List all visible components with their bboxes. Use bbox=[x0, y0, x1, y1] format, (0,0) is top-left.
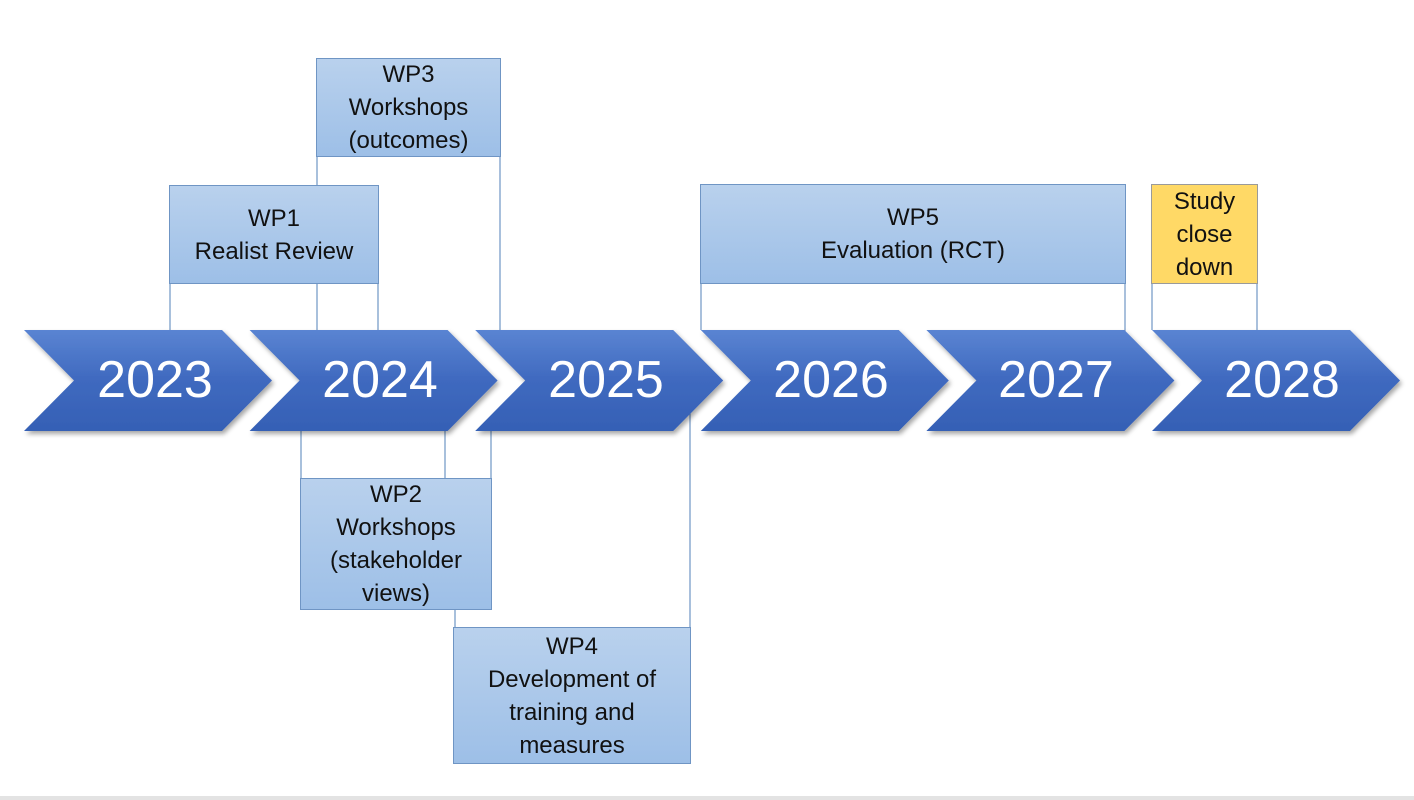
year-label-2027: 2027 bbox=[998, 351, 1114, 409]
wp3-line-2: (outcomes) bbox=[348, 127, 469, 154]
wp5-code: WP5 bbox=[886, 204, 939, 231]
wp2-code: WP2 bbox=[369, 481, 422, 508]
wp1-box: WP1 Realist Review bbox=[169, 185, 379, 284]
wp2-box: WP2 Workshops (stakeholder views) bbox=[300, 478, 492, 610]
wp3-box: WP3 Workshops (outcomes) bbox=[316, 58, 501, 157]
chevron-2024 bbox=[249, 330, 498, 431]
wp4-line-1: Development of bbox=[487, 665, 657, 693]
bottom-scroll-strip bbox=[0, 796, 1414, 800]
closedown-line-2: close bbox=[1176, 220, 1233, 248]
closedown-line-1: Study bbox=[1173, 187, 1236, 215]
wp3-line-1: Workshops bbox=[348, 94, 469, 121]
wp4-line-2: training and bbox=[509, 698, 635, 726]
chevron-2023 bbox=[24, 330, 272, 431]
chevron-2027 bbox=[926, 330, 1175, 431]
wp4-line-3: measures bbox=[519, 731, 625, 759]
wp3-code: WP3 bbox=[382, 61, 435, 88]
chevron-2025 bbox=[475, 330, 724, 431]
chevron-2028 bbox=[1152, 330, 1400, 431]
year-label-2023: 2023 bbox=[97, 351, 213, 409]
wp4-code: WP4 bbox=[545, 632, 598, 660]
closedown-line-3: down bbox=[1175, 253, 1234, 281]
wp5-box: WP5 Evaluation (RCT) bbox=[700, 184, 1126, 284]
wp2-line-2: (stakeholder bbox=[329, 547, 463, 574]
year-label-2026: 2026 bbox=[773, 351, 889, 409]
wp2-line-1: Workshops bbox=[336, 514, 456, 541]
study-close-down-box: Study close down bbox=[1151, 184, 1258, 284]
chevron-2026 bbox=[700, 330, 949, 431]
year-label-2024: 2024 bbox=[322, 351, 438, 409]
year-label-2025: 2025 bbox=[548, 351, 664, 409]
wp1-code: WP1 bbox=[247, 204, 300, 232]
wp5-line-1: Evaluation (RCT) bbox=[820, 237, 1006, 264]
wp4-box: WP4 Development of training and measures bbox=[453, 627, 691, 764]
year-label-2028: 2028 bbox=[1224, 351, 1340, 409]
wp2-line-3: views) bbox=[361, 580, 430, 607]
wp1-line-1: Realist Review bbox=[194, 237, 354, 265]
